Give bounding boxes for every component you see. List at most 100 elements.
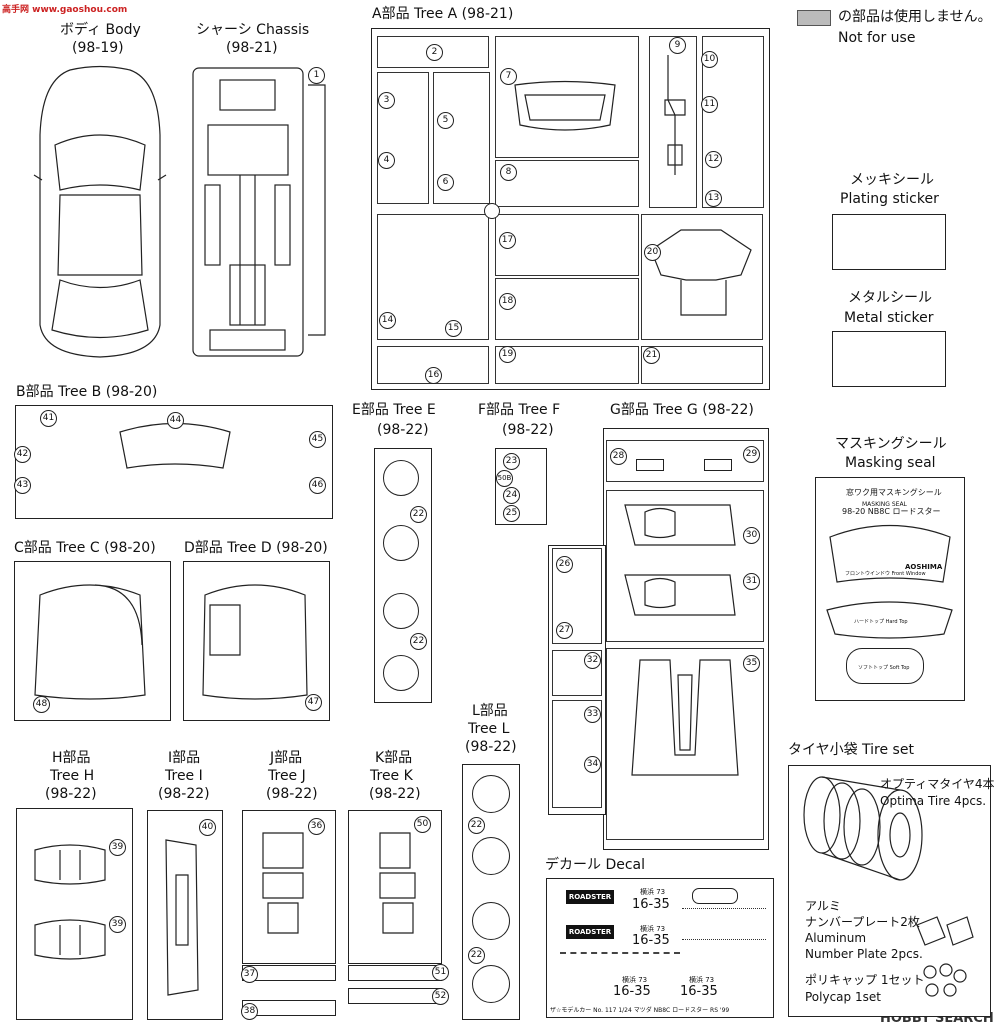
part-11: 11 xyxy=(701,96,718,113)
plating-title: メッキシール xyxy=(850,172,934,188)
part-13: 13 xyxy=(705,190,722,207)
tree-b-window-drawing xyxy=(119,422,231,469)
part-15: 15 xyxy=(445,320,462,337)
tree-d-title: D部品 Tree D (98-20) xyxy=(184,540,328,556)
decal-marker-strip xyxy=(560,952,680,964)
tree-e-wheel xyxy=(383,593,419,629)
part-29: 29 xyxy=(743,446,760,463)
tree-e-title: E部品 Tree E xyxy=(352,402,436,418)
tree-f-code: (98-22) xyxy=(502,422,554,438)
masking-label-hardtop: ハードトップ Hard Top xyxy=(854,619,908,625)
decal-plate-top: 横浜 73 xyxy=(689,976,715,984)
tree-a-cell xyxy=(702,36,764,208)
tire-stack-drawing xyxy=(803,776,923,881)
tree-a-title: A部品 Tree A (98-21) xyxy=(372,6,514,22)
tree-l-wheel xyxy=(472,837,510,875)
legend-text: の部品は使用しません。 xyxy=(838,9,992,25)
part-36: 36 xyxy=(308,818,325,835)
tree-j-engine-drawing xyxy=(262,832,304,934)
masking-title: マスキングシール xyxy=(835,436,947,452)
tree-k-runner-strip xyxy=(348,988,442,1004)
tree-a-cell xyxy=(495,346,639,384)
decal-plate-number: 16-35 xyxy=(680,984,718,999)
decal-plate-top: 横浜 73 xyxy=(622,976,648,984)
masking-softtop-shape xyxy=(846,648,924,684)
tree-a-cell xyxy=(433,72,490,204)
plate-en-1: Aluminum xyxy=(805,931,867,945)
tree-e-code: (98-22) xyxy=(377,422,429,438)
tree-c-title: C部品 Tree C (98-20) xyxy=(14,540,156,556)
decal-footer: ザ☆モデルカー No. 117 1/24 マツダ NB8C ロードスター RS … xyxy=(550,1007,730,1014)
part-12: 12 xyxy=(705,151,722,168)
tree-i-dashboard-drawing xyxy=(165,839,199,996)
tree-a-cell xyxy=(377,72,429,204)
masking-front-window-shape xyxy=(829,524,951,583)
tree-a-cell xyxy=(495,160,639,207)
tree-h-code: (98-22) xyxy=(45,786,97,802)
tree-l-title: L部品 xyxy=(472,703,508,719)
watermark-top-left: 高手网 www.gaoshou.com xyxy=(2,5,128,15)
part-14: 14 xyxy=(379,312,396,329)
tree-j-runner xyxy=(242,810,336,964)
part-9: 9 xyxy=(669,37,686,54)
tree-g-lens xyxy=(636,459,664,471)
tree-a-runner xyxy=(371,28,770,390)
tree-g-cell xyxy=(606,648,764,840)
polycap-en: Polycap 1set xyxy=(805,990,881,1004)
tree-a-cell xyxy=(495,214,639,276)
tree-i-code: (98-22) xyxy=(158,786,210,802)
tree-g-runner xyxy=(603,428,769,850)
tree-k-title: K部品 xyxy=(375,750,413,766)
part-45: 45 xyxy=(309,431,326,448)
decal-badge-roadster-2: ROADSTER xyxy=(566,925,614,939)
tree-h-seats-drawing xyxy=(34,844,106,960)
tree-j-title: J部品 xyxy=(270,750,303,766)
decal-plate-number: 16-35 xyxy=(613,984,651,999)
tree-a-cell xyxy=(377,36,489,68)
tree-l-wheel xyxy=(472,965,510,1003)
tree-j-sub: Tree J xyxy=(268,768,306,784)
part-27: 27 xyxy=(556,622,573,639)
part-22: 22 xyxy=(410,633,427,650)
masking-label-front: フロントウインドウ Front Window xyxy=(845,571,926,577)
tree-i-sub: Tree I xyxy=(165,768,203,784)
tree-c-hardtop-drawing xyxy=(34,584,146,700)
decal-title: デカール Decal xyxy=(545,857,646,873)
legend-subtext: Not for use xyxy=(838,30,916,46)
tree-h-sub: Tree H xyxy=(50,768,95,784)
chassis-drawing xyxy=(192,67,326,357)
polycap-drawing xyxy=(923,963,967,997)
part-23: 23 xyxy=(503,453,520,470)
tree-k-runner xyxy=(348,810,442,964)
tree-i-runner xyxy=(147,810,223,1020)
tree-b-title: B部品 Tree B (98-20) xyxy=(16,384,158,400)
part-20: 20 xyxy=(644,244,661,261)
tree-j-code: (98-22) xyxy=(266,786,318,802)
part-24: 24 xyxy=(503,487,520,504)
part-37: 37 xyxy=(241,966,258,983)
decal-gauge-cluster xyxy=(692,888,738,904)
part-39: 39 xyxy=(109,916,126,933)
part-28: 28 xyxy=(610,448,627,465)
plate-jp-2: ナンバープレート2枚 xyxy=(805,915,920,929)
tree-a-bumper-drawing xyxy=(514,80,616,131)
part-19: 19 xyxy=(499,346,516,363)
tree-k-engine-drawing xyxy=(379,832,416,934)
tree-e-wheel xyxy=(383,525,419,561)
tree-e-wheel xyxy=(383,655,419,691)
tree-a-cell xyxy=(495,278,639,340)
tree-g-door-panel-drawing xyxy=(624,504,736,616)
part-16: 16 xyxy=(425,367,442,384)
plate-en-2: Number Plate 2pcs. xyxy=(805,947,923,961)
tree-g-lens xyxy=(704,459,732,471)
tree-g-cell xyxy=(552,650,602,696)
part-43: 43 xyxy=(14,477,31,494)
part-3: 3 xyxy=(378,92,395,109)
tree-l-sub: Tree L xyxy=(468,721,510,737)
tree-k-code: (98-22) xyxy=(369,786,421,802)
part-52: 52 xyxy=(432,988,449,1005)
tree-l-wheel xyxy=(472,902,510,940)
body-shell-drawing xyxy=(33,65,167,358)
part-22: 22 xyxy=(468,947,485,964)
metal-sub: Metal sticker xyxy=(844,310,934,326)
